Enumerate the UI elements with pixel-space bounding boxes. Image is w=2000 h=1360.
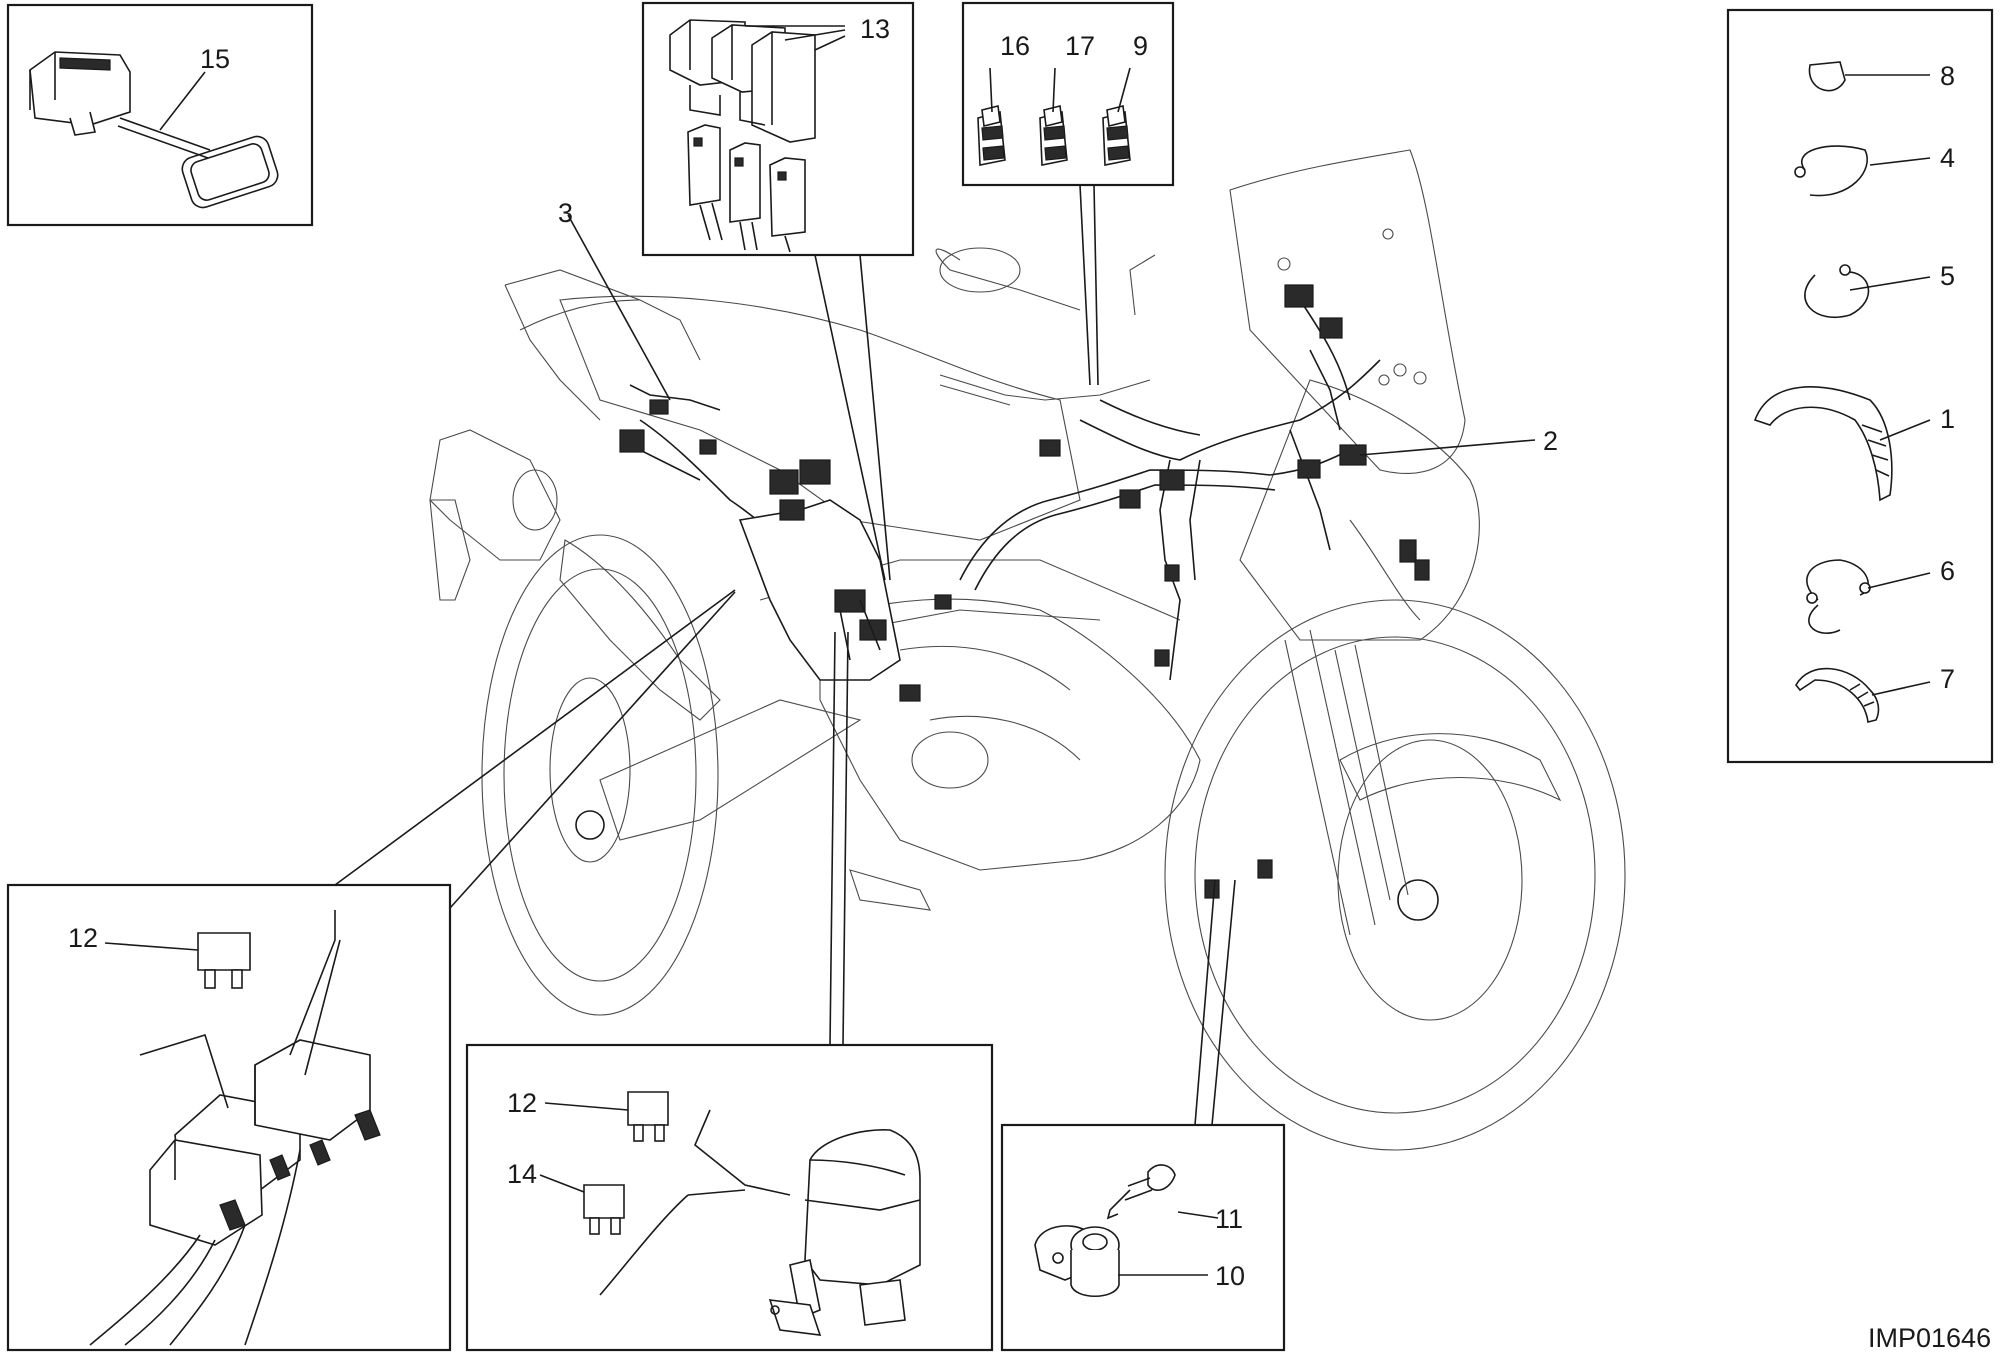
callout-10: 10: [1215, 1261, 1245, 1291]
callout-7: 7: [1940, 664, 1955, 694]
motorcycle-outline: [429, 149, 1626, 1151]
callout-3: 3: [558, 198, 573, 228]
callout-12-left: 12: [68, 923, 98, 953]
diagram-code: IMP01646: [1868, 1323, 1991, 1353]
callout-9: 9: [1133, 31, 1148, 61]
callout-16: 16: [1000, 31, 1030, 61]
callout-labels: 15 13 16 17 9 3 2 8 4 5 1 6 7 12 12 14 1…: [68, 14, 1991, 1353]
callout-12-center: 12: [507, 1088, 537, 1118]
callout-13: 13: [860, 14, 890, 44]
callout-2: 2: [1543, 426, 1558, 456]
inset-box-13: [641, 1, 915, 257]
callout-6: 6: [1940, 556, 1955, 586]
callout-5: 5: [1940, 261, 1955, 291]
callout-11: 11: [1215, 1204, 1243, 1234]
leader-lines: [334, 184, 1536, 1126]
callout-17: 17: [1065, 31, 1095, 61]
callout-14: 14: [507, 1159, 537, 1189]
inset-box-15: [6, 3, 314, 227]
callout-4: 4: [1940, 143, 1955, 173]
inset-box-16-17-9: [961, 1, 1175, 187]
callout-15: 15: [200, 44, 230, 74]
callout-8: 8: [1940, 61, 1955, 91]
inset-box-clips: [1726, 8, 1994, 764]
inset-box-10-11: [1000, 1123, 1286, 1352]
inset-box-12-14-fusebox: [465, 1043, 994, 1352]
callout-1: 1: [1940, 404, 1955, 434]
inset-box-12-relays: [6, 883, 452, 1352]
